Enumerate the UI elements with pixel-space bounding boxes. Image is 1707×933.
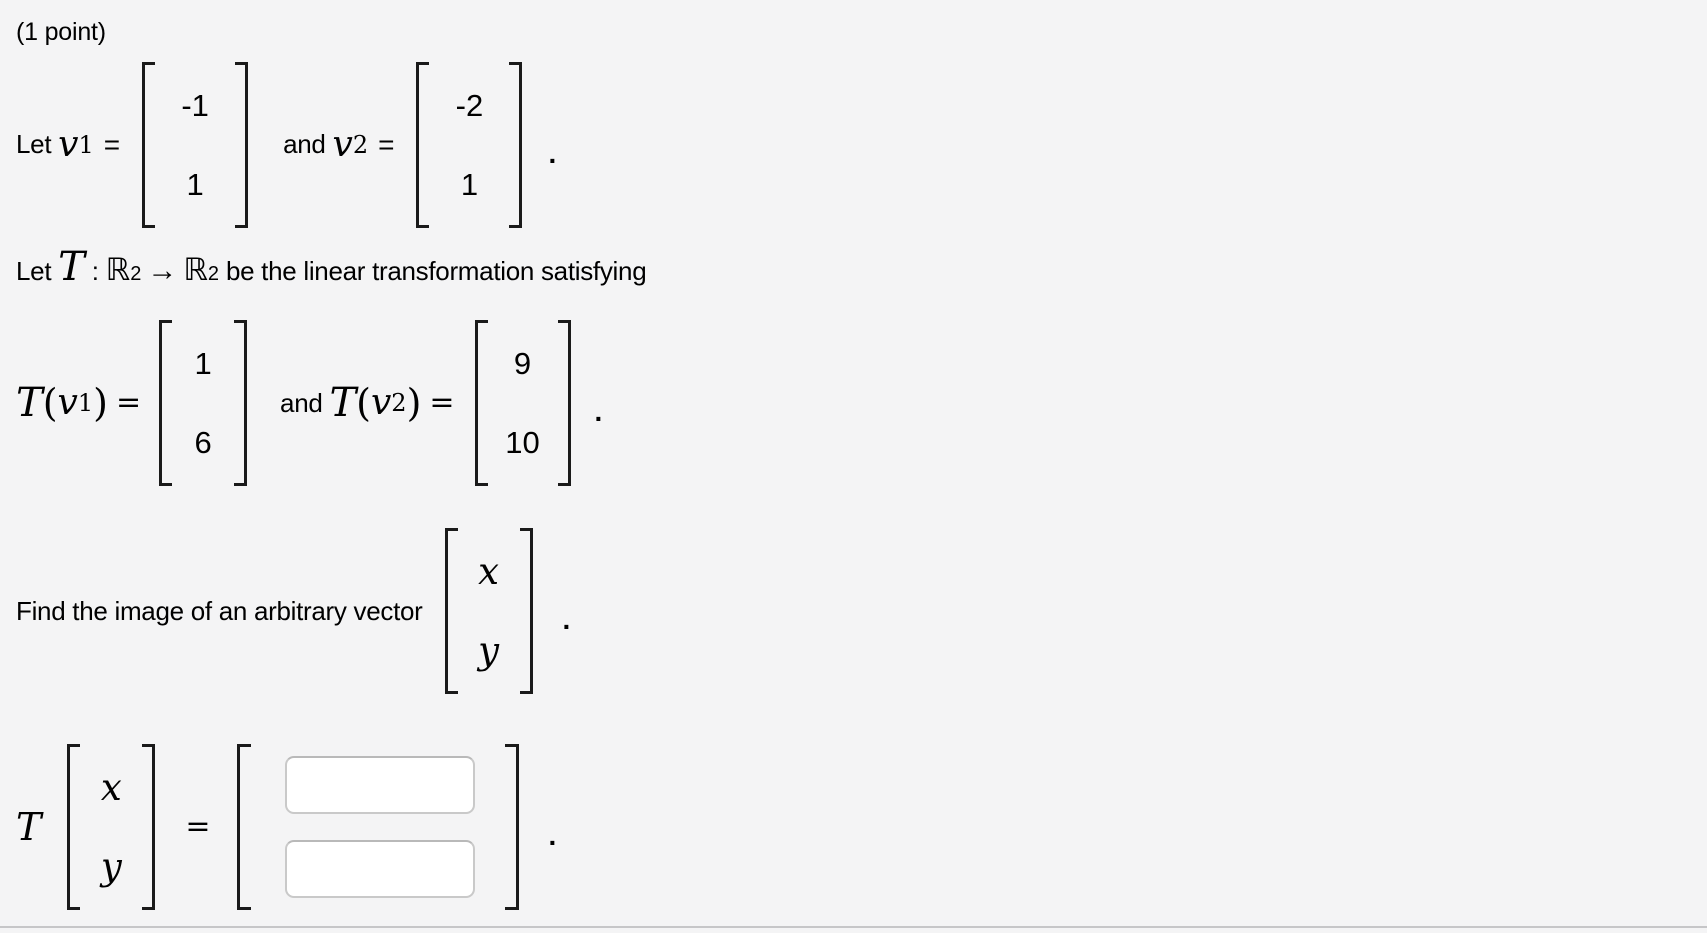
answer-input-1[interactable] bbox=[284, 756, 475, 814]
period: . bbox=[562, 604, 571, 635]
right-bracket bbox=[509, 61, 523, 228]
matrix-v1: -1 1 bbox=[142, 61, 249, 228]
v2-symbol: v bbox=[370, 382, 392, 423]
right-bracket bbox=[234, 320, 248, 486]
matrix-entry: y bbox=[478, 629, 499, 672]
exponent: 2 bbox=[130, 263, 142, 285]
T-symbol: T bbox=[329, 380, 357, 426]
v1-symbol: v bbox=[58, 123, 79, 165]
matrix-entry: 1 bbox=[194, 346, 212, 381]
matrix-entry: x bbox=[478, 550, 499, 593]
reals-symbol: ℝ bbox=[105, 252, 131, 288]
arrow-symbol: → bbox=[147, 254, 178, 287]
matrix-xy-arbitrary: x y bbox=[444, 528, 533, 694]
matrix-v2: -2 1 bbox=[416, 61, 523, 228]
right-bracket bbox=[504, 744, 519, 910]
reals-symbol: ℝ bbox=[183, 252, 208, 288]
matrix-Tv1: 1 6 bbox=[159, 320, 248, 486]
points-label: (1 point) bbox=[16, 18, 106, 46]
find-image-text: Find the image of an arbitrary vector bbox=[16, 595, 423, 626]
matrix-entry: -1 bbox=[181, 87, 209, 123]
answer-row: T x y = . bbox=[16, 744, 556, 910]
v1-subscript: 1 bbox=[77, 389, 94, 417]
left-bracket bbox=[444, 528, 458, 694]
right-bracket bbox=[557, 320, 571, 486]
matrix-entry: x bbox=[100, 766, 122, 809]
left-bracket bbox=[67, 744, 81, 910]
close-paren: ) bbox=[93, 381, 108, 425]
v2-symbol: v bbox=[332, 123, 353, 165]
right-bracket bbox=[142, 744, 156, 910]
left-bracket bbox=[416, 61, 430, 228]
and-text: and bbox=[276, 129, 333, 159]
equals-sign: = bbox=[378, 128, 395, 160]
equals-sign: = bbox=[185, 809, 211, 844]
v2-subscript: 2 bbox=[391, 389, 407, 417]
exponent: 2 bbox=[207, 263, 220, 285]
and-text: and bbox=[273, 387, 330, 418]
T-symbol: T bbox=[16, 380, 43, 426]
left-bracket bbox=[142, 61, 156, 228]
open-paren: ( bbox=[42, 381, 58, 425]
equals-sign: = bbox=[115, 385, 142, 420]
equals-sign: = bbox=[103, 128, 121, 160]
v1-subscript: 1 bbox=[78, 130, 94, 159]
matrix-Tv2: 9 10 bbox=[474, 320, 571, 486]
left-bracket bbox=[159, 320, 173, 486]
matrix-entry: -2 bbox=[455, 87, 484, 123]
transformation-text: be the linear transformation satisfying bbox=[219, 256, 647, 286]
colon: : bbox=[84, 256, 106, 286]
v1-symbol: v bbox=[57, 382, 78, 423]
period: . bbox=[548, 137, 557, 169]
period: . bbox=[594, 396, 603, 427]
bottom-divider bbox=[0, 926, 1707, 928]
equals-sign: = bbox=[429, 385, 455, 420]
let-text: Let bbox=[16, 256, 59, 286]
open-paren: ( bbox=[356, 381, 371, 425]
let-text: Let bbox=[16, 129, 59, 159]
matrix-entry: 1 bbox=[460, 166, 479, 202]
period: . bbox=[548, 820, 557, 851]
matrix-entry: 6 bbox=[194, 425, 212, 460]
T-symbol: T bbox=[58, 244, 85, 290]
matrix-entry: y bbox=[100, 845, 122, 888]
T-symbol: T bbox=[16, 805, 42, 849]
matrix-entry: 1 bbox=[186, 166, 204, 202]
v2-subscript: 2 bbox=[352, 130, 369, 159]
matrix-entry: 9 bbox=[513, 346, 532, 381]
right-bracket bbox=[235, 61, 249, 228]
answer-input-2[interactable] bbox=[284, 840, 475, 898]
matrix-entry: 10 bbox=[505, 425, 540, 460]
right-bracket bbox=[519, 528, 533, 694]
matrix-xy-argument: x y bbox=[67, 744, 156, 910]
left-bracket bbox=[474, 320, 488, 486]
left-bracket bbox=[236, 744, 251, 910]
statement-row-find-image: Find the image of an arbitrary vector x … bbox=[16, 528, 570, 694]
close-paren: ) bbox=[406, 381, 422, 425]
answer-matrix bbox=[236, 744, 519, 910]
